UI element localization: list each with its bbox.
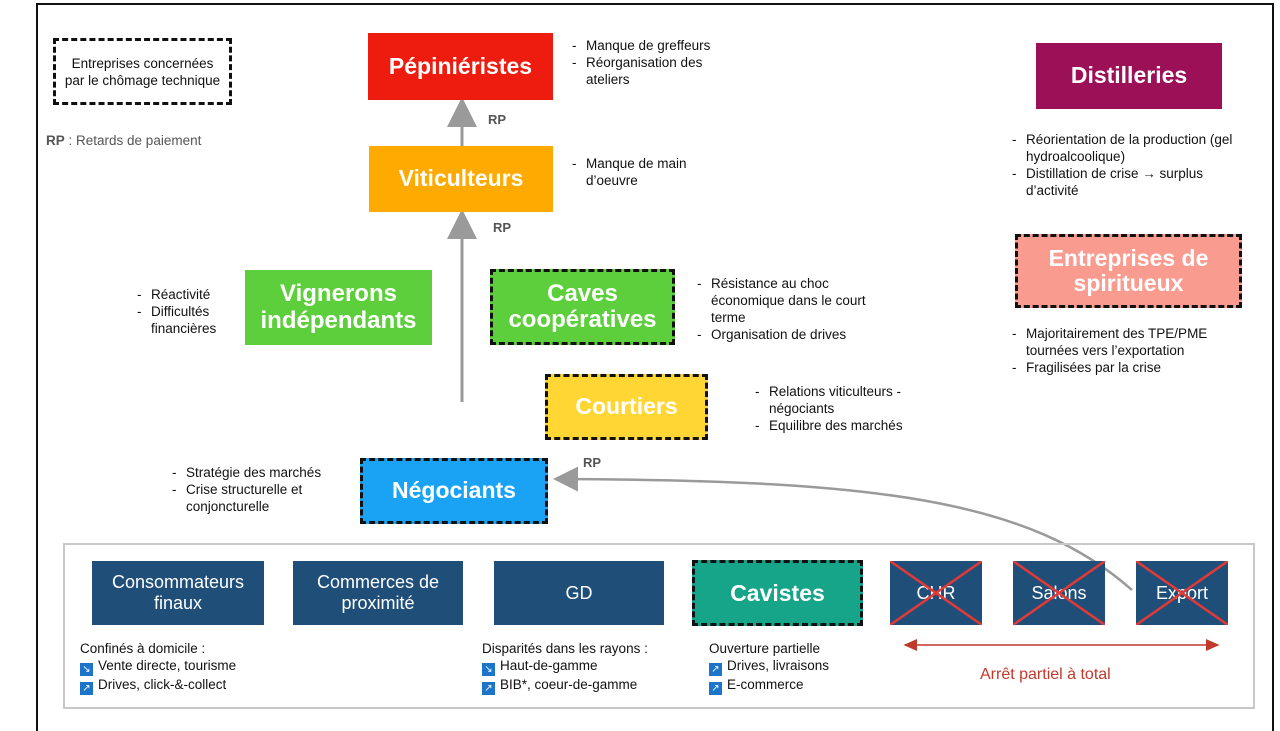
legend-rp-text: : Retards de paiement [64,133,202,148]
node-courtiers-label: Courtiers [575,393,678,420]
note-caves: Résistance au choc économique dans le co… [697,275,882,343]
note-item: Manque de main d’oeuvre [572,155,722,189]
note-item: Résistance au choc économique dans le co… [697,275,882,326]
legend-rp: RP : Retards de paiement [46,132,201,149]
node-distilleries: Distilleries [1036,43,1222,109]
legend-dashed-box: Entreprises concernées par le chômage te… [53,38,232,105]
legend-rp-abbr: RP [46,133,65,148]
note-item: Equilibre des marchés [755,417,935,434]
channel-commerces-label: Commerces de proximité [316,572,440,613]
note-viticulteurs: Manque de main d’oeuvre [572,155,722,189]
note-item: Stratégie des marchés [172,464,352,481]
channel-salons: Salons [1013,561,1105,625]
note-item: Majoritairement des TPE/PME tournées ver… [1012,325,1247,359]
node-negociants-label: Négociants [392,477,516,504]
note-pepinieristes: Manque de greffeurs Réorganisation des a… [572,37,742,88]
channel-consommateurs-label: Consommateurs finaux [111,572,245,613]
node-distilleries-label: Distilleries [1070,62,1188,89]
trend-up-icon: ↗ [709,682,722,695]
channel-cavistes-label: Cavistes [730,579,825,606]
node-viticulteurs: Viticulteurs [369,146,553,212]
node-caves-label: Caves coopératives [508,279,657,333]
trend-up-icon: ↗ [709,663,722,676]
sub-consommateurs: Confinés à domicile : ↘ Vente directe, to… [80,640,236,695]
node-spiritueux-label: Entreprises de spiritueux [1048,244,1209,296]
cross-icon [1013,561,1105,625]
note-courtiers: Relations viticulteurs - négociants Equi… [755,383,935,434]
note-item: Relations viticulteurs - négociants [755,383,935,417]
note-distilleries: Réorientation de la production (gel hydr… [1012,131,1247,199]
channel-export: Export [1136,561,1228,625]
note-item: Distillation de crise → surplus d’activi… [1012,165,1247,199]
node-spiritueux: Entreprises de spiritueux [1015,234,1242,308]
sub-title: Confinés à domicile : [80,641,206,656]
node-courtiers: Courtiers [545,374,708,440]
rp-label-1: RP [488,112,507,127]
sub-title: Ouverture partielle [709,641,821,656]
trend-up-icon: ↗ [80,682,93,695]
node-vignerons-label: Vignerons indépendants [260,280,417,334]
node-pepinieristes: Pépiniéristes [368,33,553,100]
rp-label-2: RP [493,220,512,235]
sub-cavistes: Ouverture partielle ↗Drives, livraisons … [709,640,829,695]
sub-title: Disparités dans les rayons : [482,641,648,656]
diagram-frame [36,3,1274,731]
legend-dashed-label: Entreprises concernées par le chômage te… [64,55,221,88]
note-item: Manque de greffeurs [572,37,742,54]
sub-item: Drives, click-&-collect [98,677,227,692]
note-item: Réactivité [137,286,237,303]
note-item: Crise structurelle et conjoncturelle [172,481,352,515]
cross-icon [890,561,982,625]
cross-icon [1136,561,1228,625]
channel-consommateurs: Consommateurs finaux [92,561,264,625]
node-vignerons: Vignerons indépendants [245,270,432,345]
trend-down-icon: ↘ [482,663,495,676]
sub-gd: Disparités dans les rayons : ↘ Haut-de-ga… [482,640,648,695]
sub-item: E-commerce [727,677,804,692]
node-negociants: Négociants [360,458,548,524]
note-item: Difficultés financières [137,303,237,337]
note-spiritueux: Majoritairement des TPE/PME tournées ver… [1012,325,1247,376]
node-caves: Caves coopératives [490,269,675,345]
stop-label: Arrêt partiel à total [980,666,1111,683]
rp-label-3: RP [583,455,602,470]
note-item: Réorganisation des ateliers [572,54,742,88]
sub-item: Vente directe, tourisme [98,658,237,673]
arrow-export-negociants [553,466,1133,591]
node-viticulteurs-label: Viticulteurs [398,165,524,192]
trend-down-icon: ↘ [80,663,93,676]
sub-item: BIB*, coeur-de-gamme [500,677,638,692]
distribution-panel [63,543,1255,709]
note-item: Réorientation de la production (gel hydr… [1012,131,1247,165]
channel-cavistes: Cavistes [692,560,863,626]
sub-item: Drives, livraisons [727,658,830,673]
note-negociants: Stratégie des marchés Crise structurelle… [172,464,352,515]
channel-gd-label: GD [565,582,593,603]
trend-up-icon: ↗ [482,682,495,695]
channel-gd: GD [494,561,664,625]
sub-item: Haut-de-gamme [500,658,598,673]
channel-chr: CHR [890,561,982,625]
note-item: Fragilisées par la crise [1012,359,1247,376]
node-pepinieristes-label: Pépiniéristes [388,52,533,79]
note-vignerons: Réactivité Difficultés financières [137,286,237,337]
note-item: Organisation de drives [697,326,882,343]
channel-commerces: Commerces de proximité [293,561,463,625]
